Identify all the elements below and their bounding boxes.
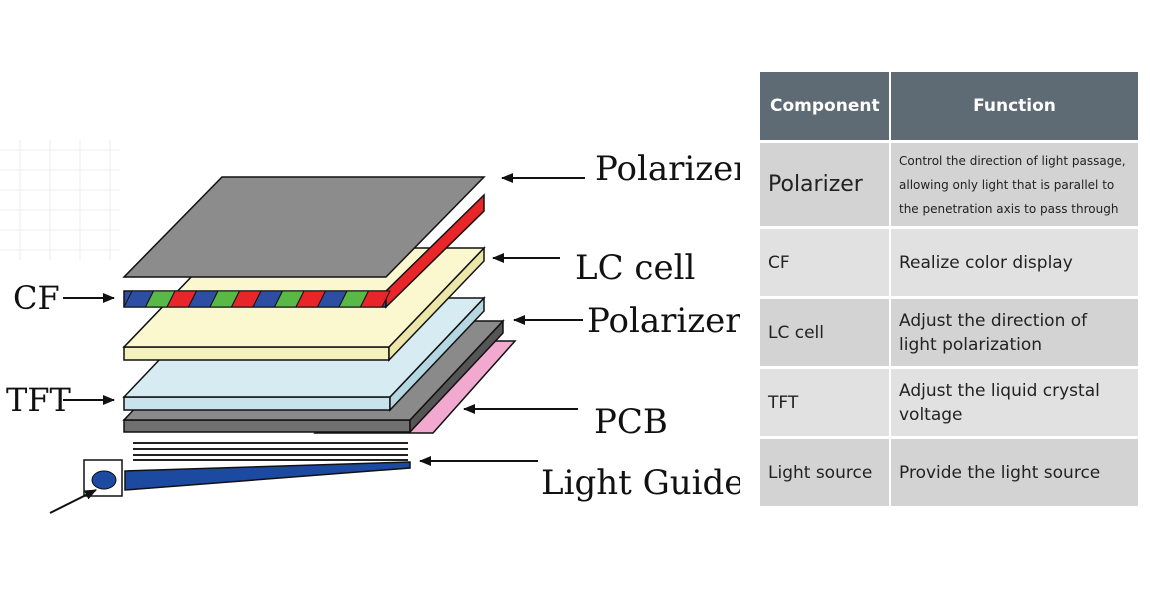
- label-lc-cell: LC cell: [575, 248, 695, 288]
- label-arrows: [63, 173, 585, 466]
- lcd-layer-diagram: Polarizer LC cell Polarizer PCB Light Gu…: [0, 140, 740, 514]
- label-polarizer-mid: Polarizer: [587, 301, 740, 341]
- light-source-box: [83, 459, 123, 497]
- table-row: Polarizer Control the direction of light…: [760, 140, 1138, 226]
- background-grid: [0, 140, 120, 260]
- cell-component: TFT: [760, 366, 891, 436]
- light-guide-layer: [49, 442, 411, 514]
- cf-color-stripes: [123, 290, 391, 308]
- cell-component: Light source: [760, 436, 891, 506]
- cell-function: Provide the light source: [891, 436, 1138, 506]
- polarizer-top-layer: [122, 176, 486, 278]
- label-polarizer-top: Polarizer: [595, 149, 740, 189]
- cf-stripe: [359, 290, 391, 308]
- label-light-guide: Light Guide: [541, 463, 740, 503]
- table-row: TFT Adjust the liquid crystal voltage: [760, 366, 1138, 436]
- light-source-lamp: [91, 470, 117, 490]
- header-component: Component: [760, 72, 891, 140]
- component-function-table: Component Function Polarizer Control the…: [760, 72, 1138, 506]
- table-row: CF Realize color display: [760, 226, 1138, 296]
- cell-function: Realize color display: [891, 226, 1138, 296]
- light-source-arrow: [49, 489, 97, 514]
- table-row: Light source Provide the light source: [760, 436, 1138, 506]
- label-pcb: PCB: [594, 402, 668, 442]
- cf-layer: [123, 193, 485, 309]
- cell-function: Adjust the direction of light polarizati…: [891, 296, 1138, 366]
- cell-component: LC cell: [760, 296, 891, 366]
- label-tft: TFT: [6, 381, 72, 419]
- header-function: Function: [891, 72, 1138, 140]
- cell-function: Adjust the liquid crystal voltage: [891, 366, 1138, 436]
- label-cf: CF: [13, 279, 60, 317]
- cell-component: Polarizer: [760, 140, 891, 226]
- table-row: LC cell Adjust the direction of light po…: [760, 296, 1138, 366]
- cell-component: CF: [760, 226, 891, 296]
- table-header-row: Component Function: [760, 72, 1138, 140]
- cell-function: Control the direction of light passage, …: [891, 140, 1138, 226]
- light-guide-wedge: [124, 461, 411, 491]
